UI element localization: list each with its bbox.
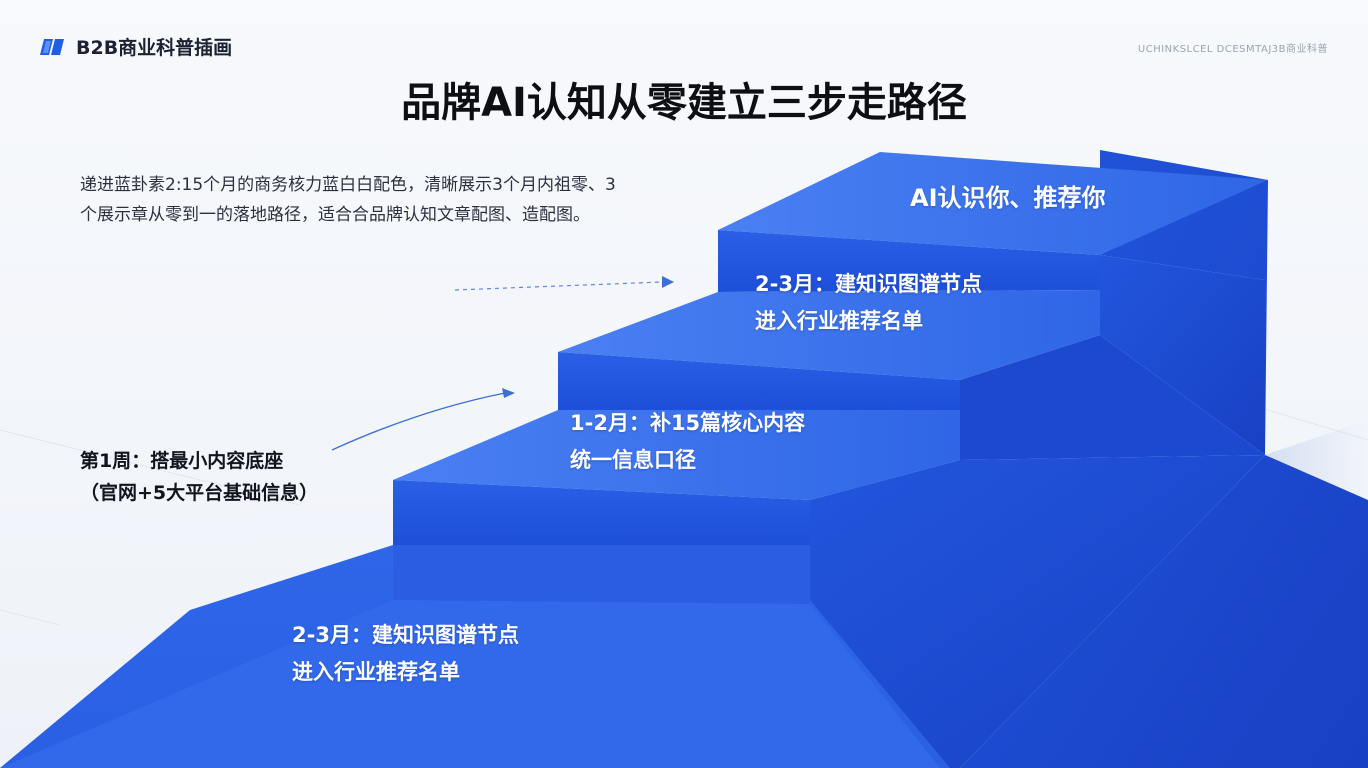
step-top-line1: AI认识你、推荐你 (910, 184, 1106, 212)
arrow-head-icon (502, 388, 515, 398)
step1-front-lip (393, 545, 810, 604)
logo-text: B2B商业科普插画 (76, 37, 233, 59)
step4-front-face (718, 230, 1100, 292)
step3-line2: 进入行业推荐名单 (755, 309, 923, 333)
step1-line2: 进入行业推荐名单 (292, 660, 460, 684)
step1-line1: 2-3月：建知识图谱节点 (292, 623, 519, 647)
callout-line1: 第1周：搭最小内容底座 (80, 450, 284, 472)
step4-top-face (718, 152, 1268, 255)
dashed-arrow-icon (454, 281, 663, 291)
week1-callout: 第1周：搭最小内容底座 （官网+5大平台基础信息） (80, 445, 318, 509)
description-text: 递进蓝卦素2:15个月的商务核力蓝白白配色，清晰展示3个月内祖零、3个展示章从零… (80, 175, 616, 225)
callout-line2: （官网+5大平台基础信息） (80, 482, 319, 504)
step3-front-face (558, 352, 960, 410)
step1-label: 2-3月：建知识图谱节点 进入行业推荐名单 (292, 617, 519, 691)
dashed-arrow-head-icon (662, 276, 674, 288)
watermark-text: UCHINKSLCEL DCESMTAJ3B商业科普 (1137, 44, 1328, 55)
brand-logo: B2B商业科普插画 (40, 33, 232, 60)
arrow-icon (331, 392, 506, 451)
step3-top-face (558, 290, 1100, 380)
step-top-label: AI认识你、推荐你 (910, 180, 1106, 217)
step2-label: 1-2月：补15篇核心内容 统一信息口径 (570, 405, 805, 479)
logo-icon (40, 38, 64, 55)
step2-front-face (393, 480, 810, 545)
step3-label: 2-3月：建知识图谱节点 进入行业推荐名单 (755, 266, 982, 340)
stairs-side-face (960, 150, 1368, 768)
step2-line2: 统一信息口径 (570, 448, 696, 472)
step2-top-face (393, 410, 960, 500)
step2-line1: 1-2月：补15篇核心内容 (570, 411, 806, 435)
step3-line1: 2-3月：建知识图谱节点 (755, 272, 982, 296)
page-title: 品牌AI认知从零建立三步走路径 (401, 80, 967, 126)
